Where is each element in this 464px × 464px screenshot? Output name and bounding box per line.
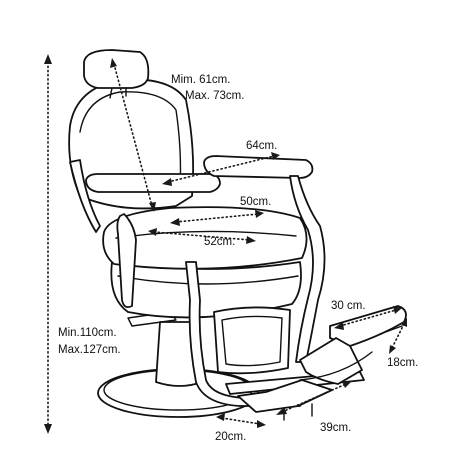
dimension-lines [44,54,407,434]
seat-housing-trim [117,275,299,285]
label-height-max: Max.127cm. [58,344,121,356]
headrest [83,49,150,89]
base-offset-dimension [216,413,266,428]
footrest-step-edge [299,325,403,381]
left-side-frame [69,159,101,233]
backrest-panel-edge [79,91,182,191]
label-footrest-depth: 39cm. [320,422,351,434]
footrest-width-dimension [334,306,402,330]
label-base-offset: 20cm. [215,431,246,443]
label-headrest-max: Max. 73cm. [185,90,244,102]
right-armrest [203,155,314,179]
front-panel-inner [221,315,283,367]
seat-cushion-seam [115,230,297,239]
footrest-depth-dimension [276,381,352,415]
overall-height-dimension [44,54,52,434]
seat-width-dimension [148,228,256,244]
left-armrest [85,173,221,193]
headrest-post [109,87,127,99]
label-headrest-min: Mim. 61cm. [171,74,230,86]
dimension-labels: Mim. 61cm. Max. 73cm. 64cm. 50cm. 52cm. … [58,74,418,443]
label-seat-width: 52cm. [204,236,235,248]
left-armrest-support [116,213,137,309]
footrest-support [299,337,363,385]
label-armrest-span: 64cm. [246,140,277,152]
label-height-min: Min.110cm. [58,327,117,339]
seat-depth-dimension [170,210,264,226]
front-panel [213,306,291,375]
label-seat-depth: 50cm. [240,196,271,208]
barber-chair-drawing [68,49,407,421]
label-footrest-height: 18cm. [387,357,418,369]
footrest-height-dimension [389,318,407,354]
seat-cushion [102,206,308,270]
armrest-span-dimension [162,152,280,186]
label-footrest-width: 30 cm. [331,300,366,312]
backrest-height-dimension [110,58,156,212]
